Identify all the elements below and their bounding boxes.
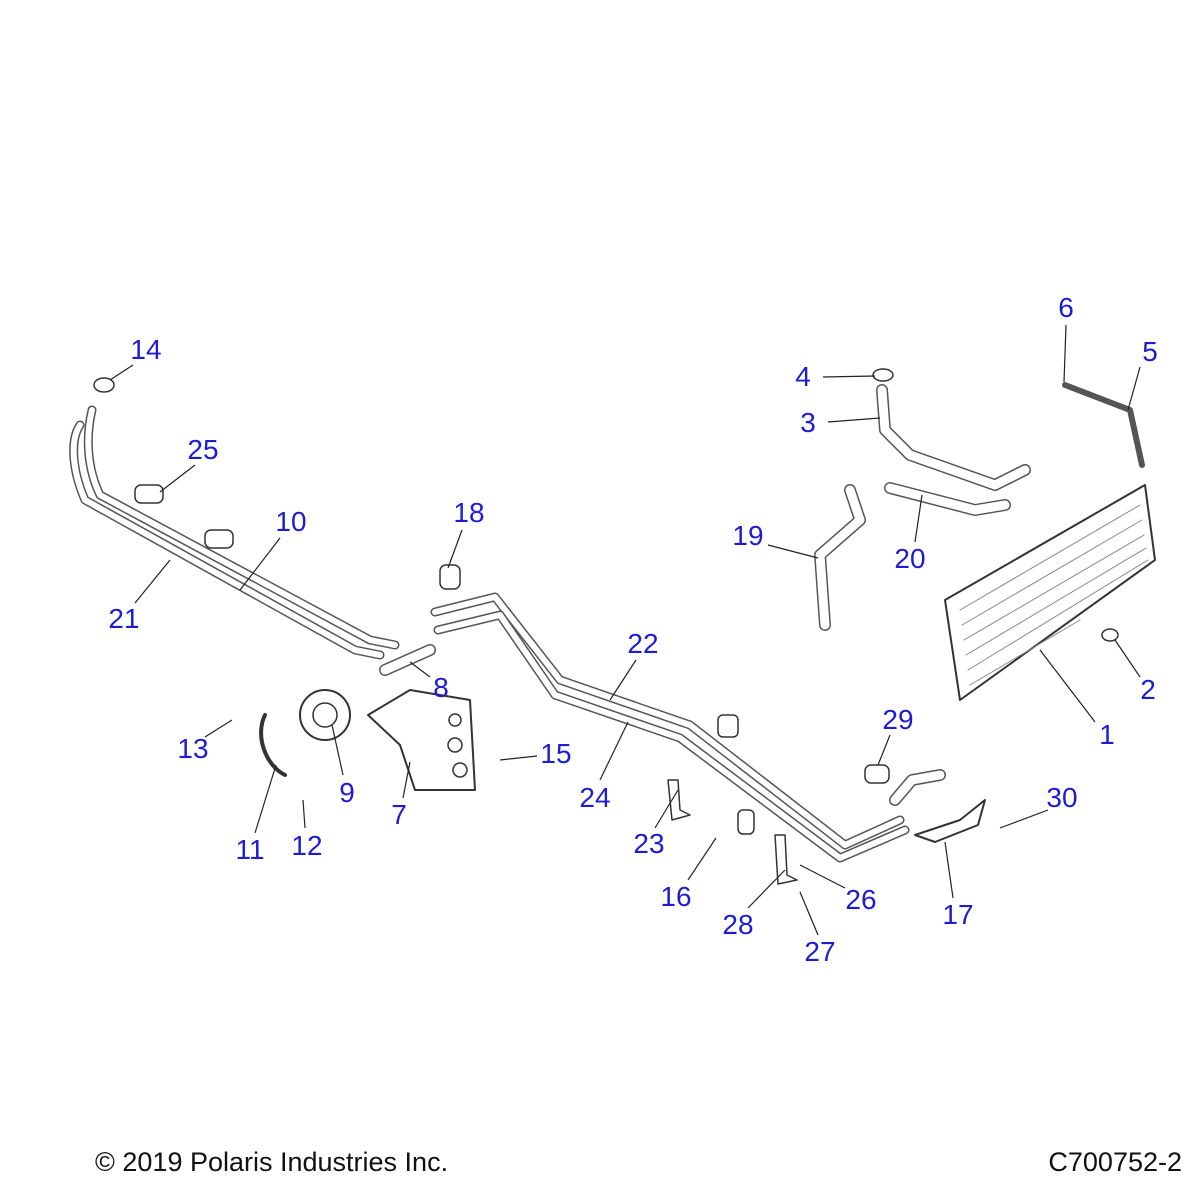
callout-12: 12 bbox=[291, 830, 323, 861]
bracket-23 bbox=[667, 779, 691, 821]
callout-3: 3 bbox=[800, 407, 816, 438]
callout-30: 30 bbox=[1046, 782, 1078, 813]
callout-22: 22 bbox=[627, 628, 659, 659]
drawing-number: C700752-2 bbox=[1048, 1147, 1182, 1177]
hose-5 bbox=[1062, 382, 1145, 468]
callout-6: 6 bbox=[1058, 292, 1074, 323]
callout-8: 8 bbox=[433, 672, 449, 703]
callout-7: 7 bbox=[391, 799, 407, 830]
bracket-7 bbox=[367, 689, 476, 791]
clamp-25 bbox=[134, 484, 164, 504]
leader-lines bbox=[109, 324, 1141, 936]
clamp-25b bbox=[204, 529, 234, 549]
callout-29: 29 bbox=[882, 704, 914, 735]
radiator bbox=[944, 484, 1156, 701]
clamp-16 bbox=[737, 809, 755, 835]
water-pump bbox=[299, 689, 351, 741]
callout-21: 21 bbox=[108, 603, 140, 634]
callout-15: 15 bbox=[540, 738, 572, 769]
cap-4 bbox=[872, 368, 894, 382]
callout-2: 2 bbox=[1140, 674, 1156, 705]
clamp-29 bbox=[864, 764, 890, 784]
callout-19: 19 bbox=[732, 520, 764, 551]
callout-1: 1 bbox=[1099, 719, 1115, 750]
callout-20: 20 bbox=[894, 543, 926, 574]
clamp-14 bbox=[93, 377, 115, 393]
callout-5: 5 bbox=[1142, 336, 1158, 367]
callout-13: 13 bbox=[177, 733, 209, 764]
callout-4: 4 bbox=[795, 361, 811, 392]
callout-24: 24 bbox=[579, 782, 611, 813]
callout-17: 17 bbox=[942, 899, 974, 930]
callout-10: 10 bbox=[275, 506, 307, 537]
callout-16: 16 bbox=[660, 881, 692, 912]
callout-18: 18 bbox=[453, 497, 485, 528]
callout-26: 26 bbox=[845, 884, 877, 915]
callout-23: 23 bbox=[633, 828, 665, 859]
grommet-2 bbox=[1101, 628, 1119, 642]
callout-11: 11 bbox=[235, 834, 265, 865]
copyright-notice: © 2019 Polaris Industries Inc. bbox=[95, 1147, 449, 1177]
clamp-18 bbox=[439, 564, 461, 590]
bracket-17 bbox=[914, 799, 986, 843]
callout-14: 14 bbox=[130, 334, 162, 365]
bracket-28 bbox=[774, 834, 798, 885]
callout-27: 27 bbox=[804, 936, 836, 967]
callout-28: 28 bbox=[722, 909, 754, 940]
callout-9: 9 bbox=[339, 777, 355, 808]
strap-11 bbox=[259, 713, 287, 777]
callout-25: 25 bbox=[187, 434, 219, 465]
